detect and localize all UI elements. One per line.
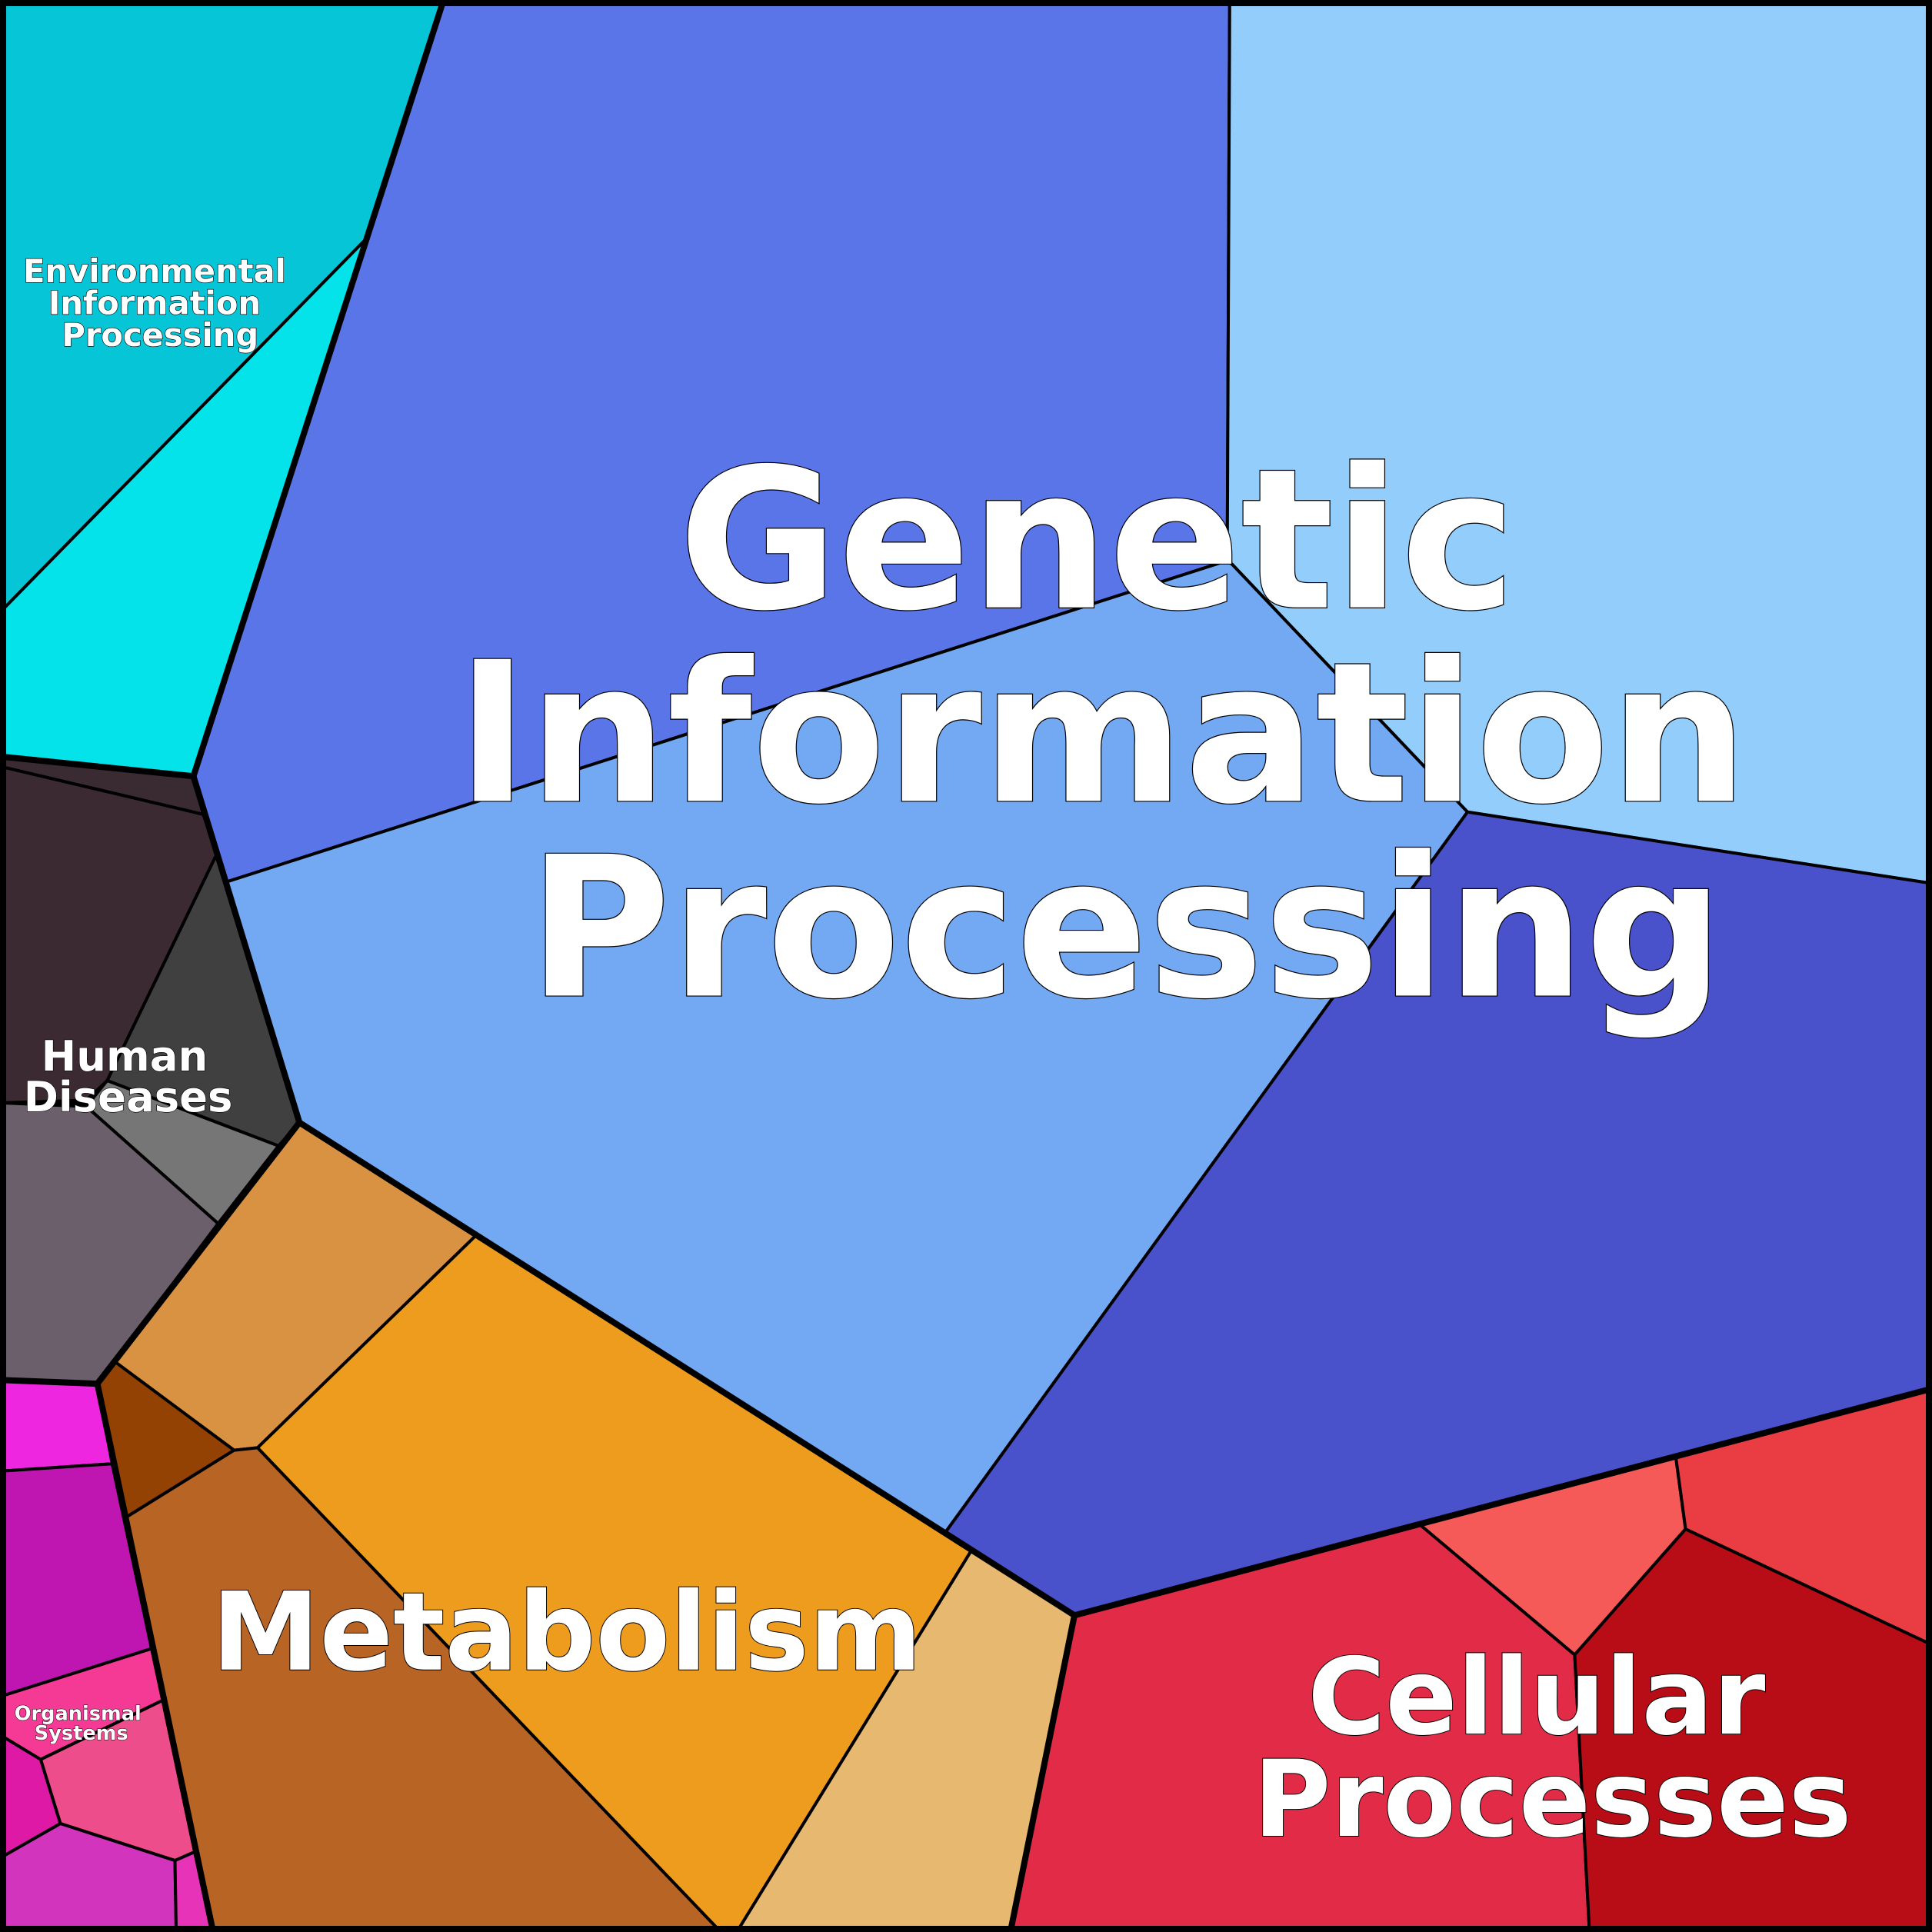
group-border xyxy=(1007,1614,1078,1932)
group-border xyxy=(298,1120,1932,1619)
group-label-environmental: Environmental Information Processing xyxy=(23,252,297,354)
group-label-genetic: Genetic Information Processing xyxy=(456,427,1816,1042)
treemap-cell xyxy=(1573,1527,1932,1932)
group-label-cellular: Cellular Processes xyxy=(1254,1636,1852,1861)
group-label-human-diseases: Human Diseases xyxy=(24,1031,233,1121)
group-human-diseases xyxy=(0,754,301,1386)
treemap-cell xyxy=(0,1378,114,1473)
group-border xyxy=(94,1383,217,1932)
group-label-organismal: Organismal Systems xyxy=(15,1702,148,1745)
group-border xyxy=(0,775,303,1387)
group-metabolism xyxy=(95,1121,1076,1932)
group-genetic-information-processing xyxy=(192,0,1932,1617)
group-organismal-systems xyxy=(0,1378,215,1932)
group-label-metabolism: Metabolism xyxy=(212,1570,922,1696)
treemap-cell xyxy=(173,1850,215,1932)
group-cellular-processes xyxy=(1008,1387,1932,1932)
